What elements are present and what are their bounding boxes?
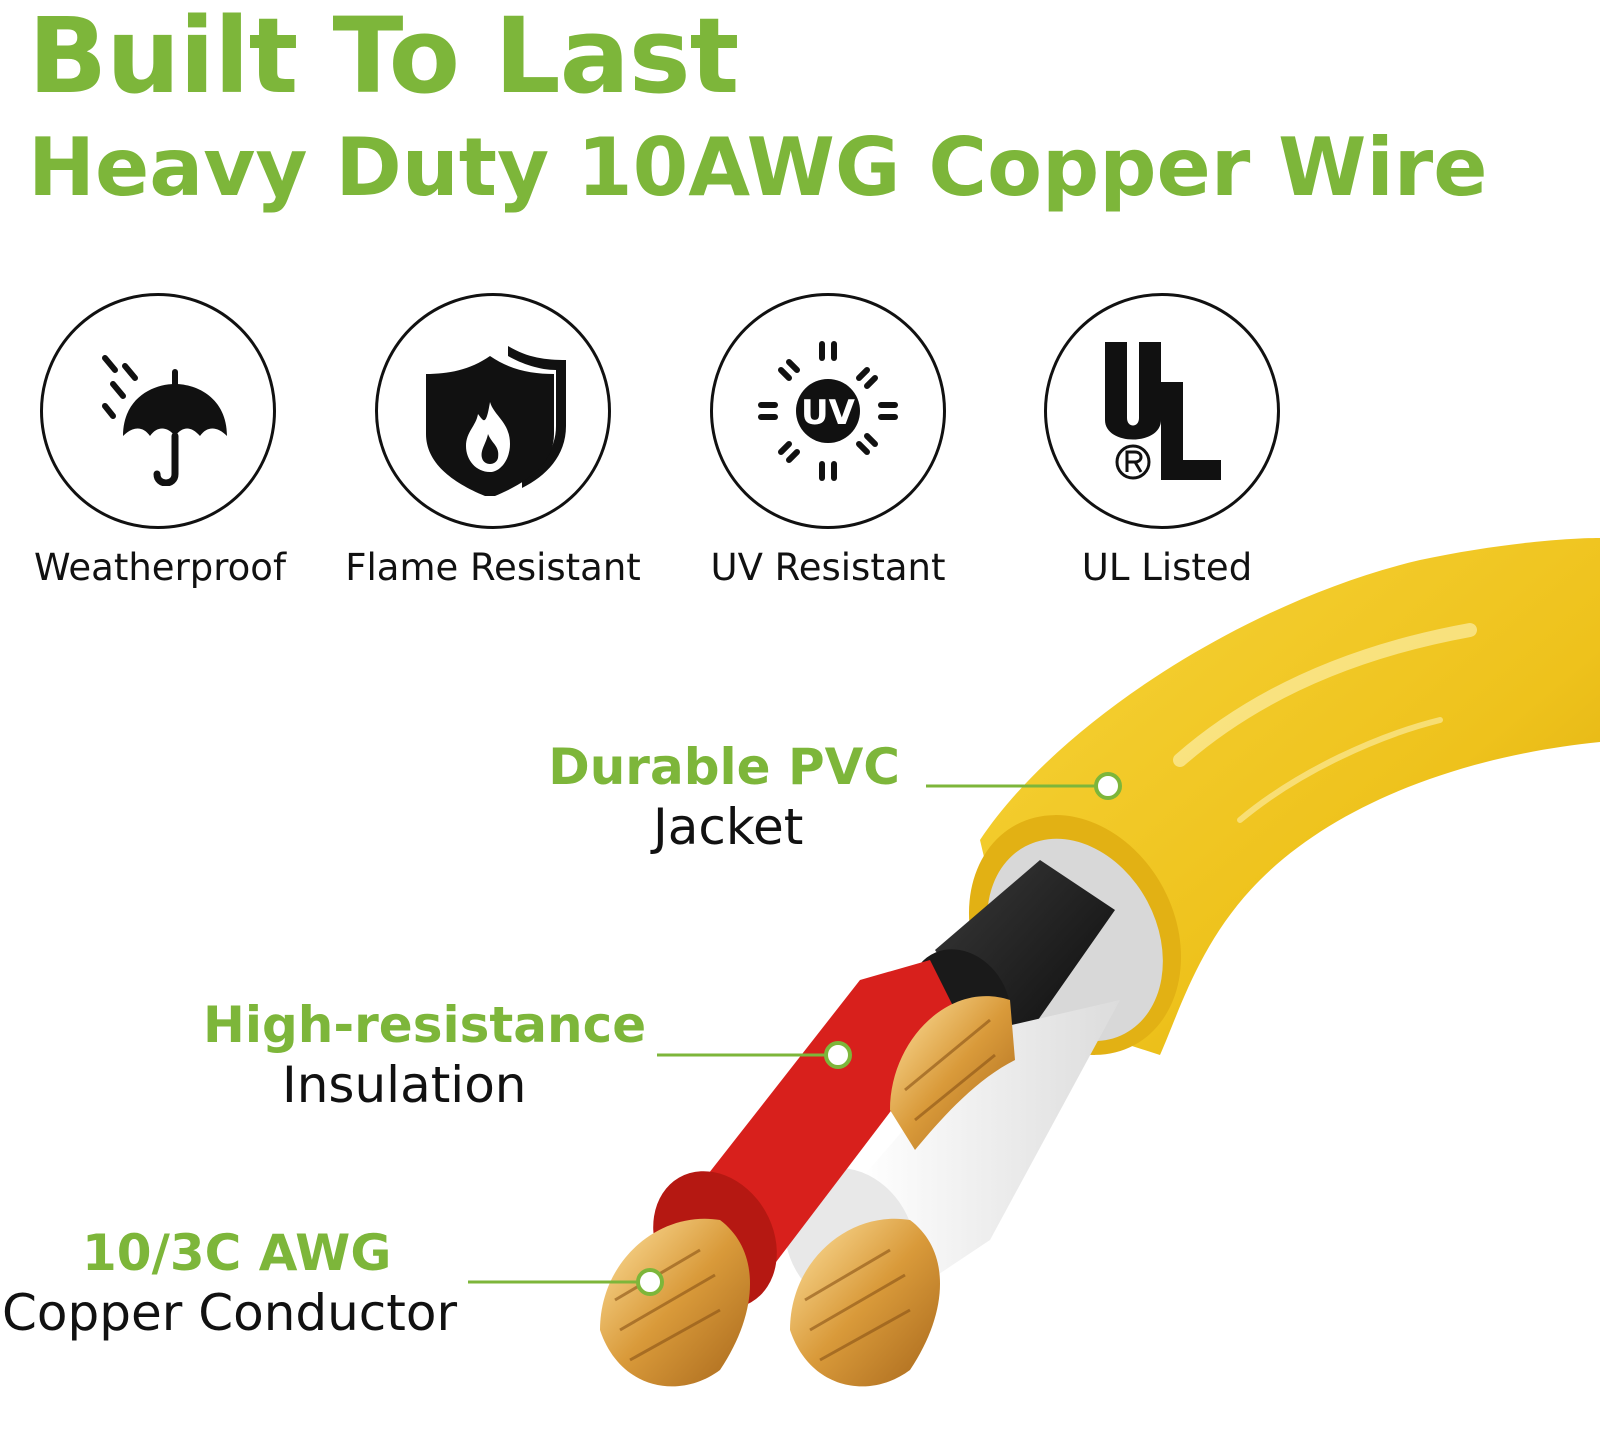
copper-strand [890, 996, 1015, 1150]
flame-shield-icon [426, 346, 566, 496]
insulation-callout-title: High-resistance [203, 996, 647, 1054]
insulation-leader-dot [824, 1041, 852, 1069]
white-wire [860, 1000, 1120, 1280]
uv-badge-text: UV [801, 393, 856, 433]
jacket-callout-title: Durable PVC [548, 738, 900, 796]
strand-twist [619, 1273, 716, 1332]
strand-twist [819, 1308, 911, 1362]
strand-twist [809, 1273, 906, 1332]
jacket-leader-dot [1094, 772, 1122, 800]
conductor-callout-sub: Copper Conductor [2, 1284, 458, 1342]
jacket-highlight [1237, 717, 1443, 823]
uv-resistant-badge: UV [710, 293, 946, 529]
jacket-callout-sub: Jacket [653, 798, 804, 856]
ul-listed-badge [1044, 293, 1280, 529]
jacket-highlight [1173, 623, 1477, 767]
flame-resistant-badge [375, 293, 611, 529]
copper-strand [600, 1218, 750, 1387]
page-title: Built To Last [28, 0, 739, 117]
feature-label-ul-listed: UL Listed [1081, 546, 1253, 589]
page-subtitle: Heavy Duty 10AWG Copper Wire [28, 121, 1488, 214]
strand-twist [914, 1053, 996, 1122]
insulation-callout-sub: Insulation [282, 1056, 527, 1114]
feature-label-uv-resistant: UV Resistant [710, 546, 946, 589]
conductor-leader-dot [636, 1268, 664, 1296]
conductor-callout-title: 10/3C AWG [82, 1224, 392, 1282]
strand-twist [629, 1308, 721, 1362]
feature-label-weatherproof: Weatherproof [34, 546, 286, 589]
strand-twist [904, 1018, 991, 1092]
umbrella-rain-icon [102, 355, 227, 486]
ul-logo-icon [1105, 342, 1221, 480]
uv-sun-icon: UV [758, 341, 898, 481]
weatherproof-badge [40, 293, 276, 529]
copper-strand [790, 1218, 940, 1387]
strand-twist [804, 1248, 891, 1302]
feature-label-flame-resistant: Flame Resistant [345, 546, 641, 589]
